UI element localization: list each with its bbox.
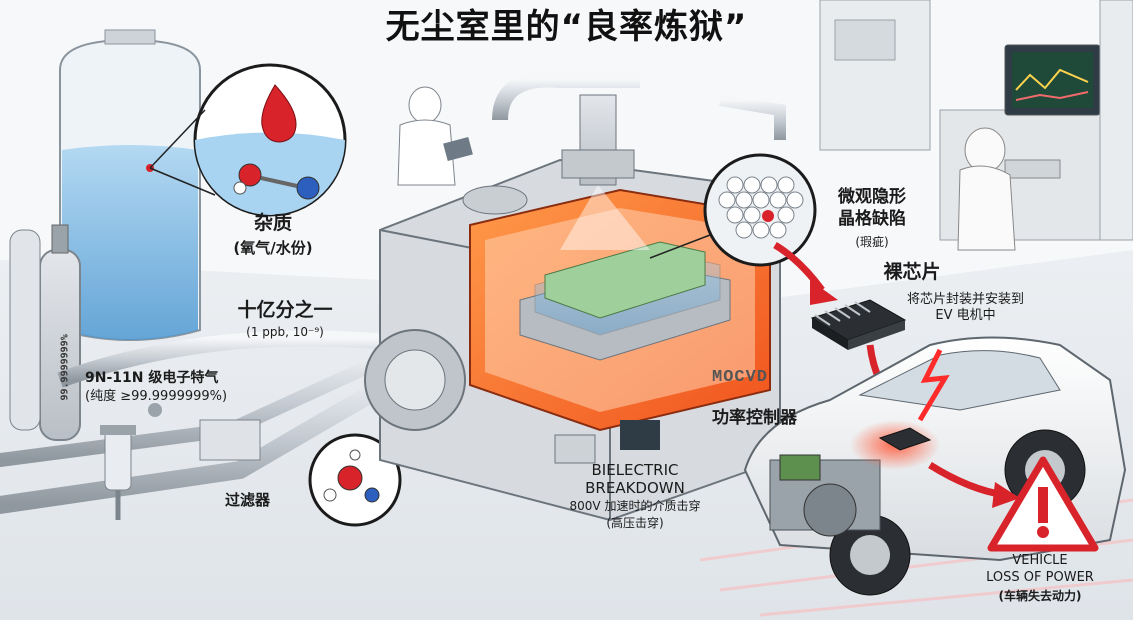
impurity-sub-label: (氧气/水份) [233, 239, 313, 257]
filter-label: 过滤器 [225, 491, 271, 509]
vehicle-sub-label: (车辆失去动力) [998, 589, 1082, 603]
gas-grade-label: 9N-11N 级电子特气 [85, 370, 219, 386]
warning-icon [987, 456, 1099, 552]
defect-label: 微观隐形 [838, 187, 906, 207]
impurity-label: 杂质 [253, 212, 292, 234]
bare-die-sub-label-2: EV 电机中 [935, 308, 996, 323]
cylinder-label: 99.9999999% [59, 334, 71, 401]
breakdown-sub-label-1: 800V 加速时的介质击穿 [569, 499, 701, 513]
defect-sub-label: (瑕疵) [855, 235, 889, 249]
gas-purity-label: (纯度 ≥99.9999999%) [85, 389, 228, 404]
breakdown-label-1: BIELECTRIC [591, 461, 679, 479]
breakdown-label-2: BREAKDOWN [585, 479, 685, 497]
technician [397, 86, 473, 186]
lattice-magnifier [649, 153, 838, 305]
background-equipment [819, 0, 1133, 251]
vehicle-label-1: VEHICLE [1012, 553, 1068, 568]
gas-cylinder [9, 224, 81, 441]
water-tank [59, 29, 201, 341]
molecule-magnifier [308, 379, 441, 527]
ppb-label: 十亿分之一 [237, 299, 333, 321]
breakdown-sub-label-2: (高压击穿) [606, 516, 664, 530]
mocvd-label: MOCVD [712, 368, 769, 387]
vehicle-label-2: LOSS OF POWER [986, 570, 1094, 585]
power-controller-label: 功率控制器 [712, 408, 797, 428]
page-title: 无尘室里的“良率炼狱” [385, 7, 748, 47]
mocvd-chamber [364, 71, 786, 522]
bare-die-label: 裸芯片 [883, 261, 941, 283]
ppb-sub-label: (1 ppb, 10⁻⁹) [246, 325, 324, 339]
defect-label-2: 晶格缺陷 [838, 209, 906, 229]
bare-die-sub-label-1: 将芯片封装并安装到 [906, 292, 1024, 307]
impurity-magnifier [149, 63, 347, 217]
